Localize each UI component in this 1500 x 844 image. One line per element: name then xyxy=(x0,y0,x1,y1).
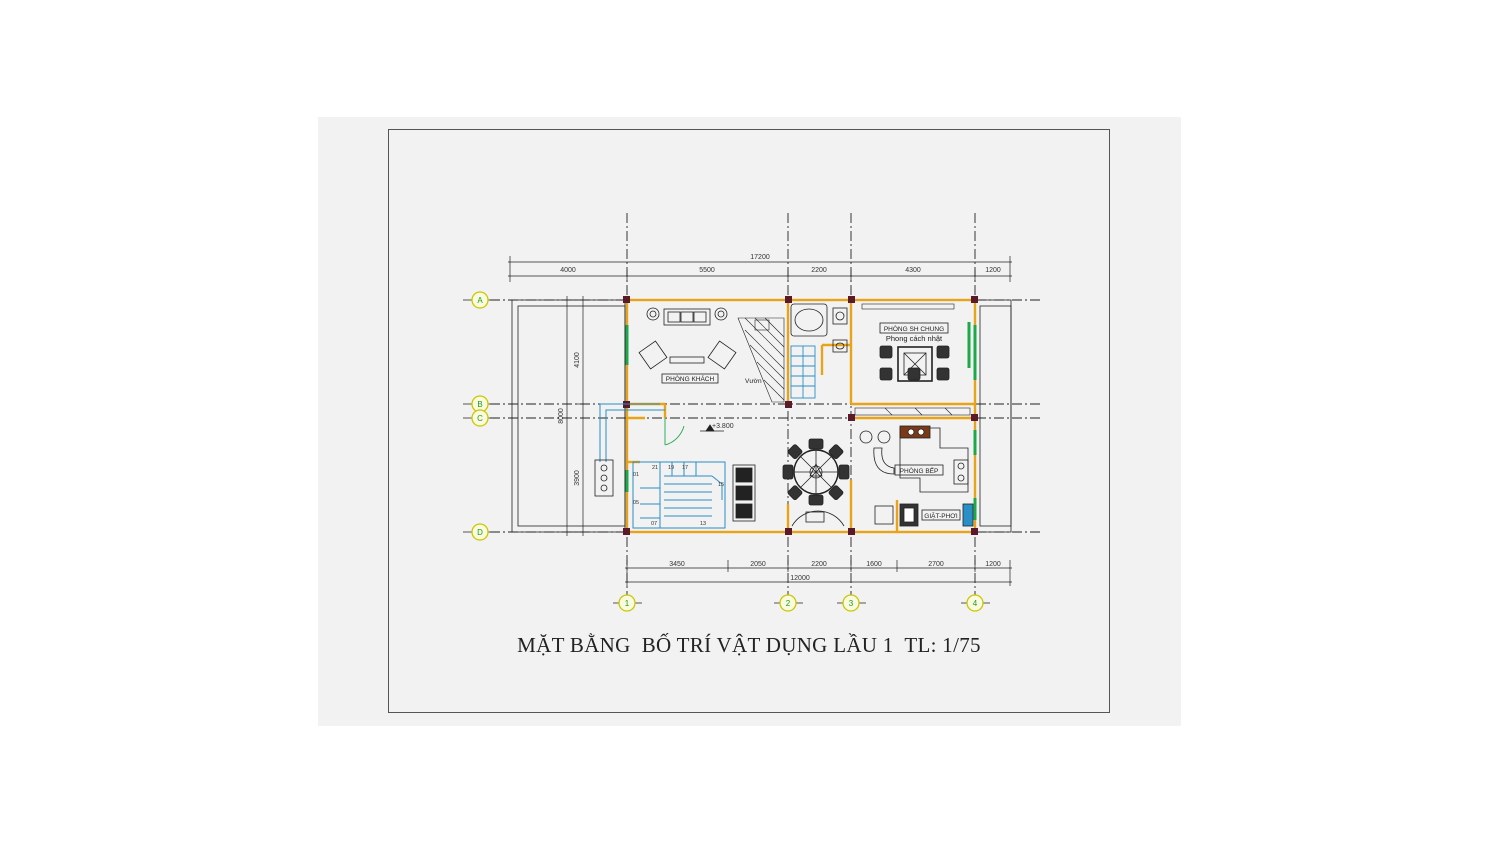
room-label-family-style: Phong cách nhật xyxy=(886,334,943,343)
stair-main xyxy=(599,403,726,529)
living-room-furniture xyxy=(638,307,737,384)
room-label-living: PHÒNG KHÁCH xyxy=(666,374,715,383)
grid-bubble-2: 2 xyxy=(774,594,803,612)
dim-left-1: 4100 xyxy=(574,352,581,368)
dining-table xyxy=(782,438,850,506)
svg-text:1: 1 xyxy=(625,599,630,608)
room-label-garden: Vườn xyxy=(745,378,762,385)
room-label-kitchen: PHÒNG BẾP xyxy=(900,465,939,475)
stair-fixture xyxy=(594,459,614,497)
svg-text:B: B xyxy=(477,400,482,409)
svg-text:3: 3 xyxy=(849,599,854,608)
svg-text:D: D xyxy=(477,528,483,537)
dim-bottom-total: 12000 xyxy=(790,575,810,582)
grid-bubbles-rows: A B C D xyxy=(463,291,493,541)
dim-top-5: 1200 xyxy=(985,267,1001,274)
svg-text:13: 13 xyxy=(700,521,706,527)
stair-step-numbers: 21 19 17 15 13 07 05 01 xyxy=(633,465,724,527)
level-marker xyxy=(700,424,724,432)
svg-text:05: 05 xyxy=(633,500,639,506)
svg-text:C: C xyxy=(477,414,483,423)
svg-text:07: 07 xyxy=(651,521,657,527)
svg-text:01: 01 xyxy=(633,472,639,478)
grid-bubble-d: D xyxy=(463,523,493,541)
sliding-doors xyxy=(854,303,971,416)
dim-bottom-4: 1600 xyxy=(866,561,882,568)
dim-bottom-2: 2050 xyxy=(750,561,766,568)
balcony-outlines xyxy=(511,299,1012,533)
family-room-furniture xyxy=(879,322,950,382)
level-mark: +3.800 xyxy=(712,423,734,430)
dim-top-2: 5500 xyxy=(699,267,715,274)
laundry-fixtures xyxy=(874,503,974,527)
svg-text:4: 4 xyxy=(973,599,978,608)
grid-bubble-1: 1 xyxy=(613,594,642,612)
room-label-family: PHÒNG SH CHUNG xyxy=(884,324,944,333)
left-dimensions xyxy=(561,296,589,536)
room-label-laundry: GIẶT-PHƠI xyxy=(924,511,958,520)
svg-text:21: 21 xyxy=(652,465,658,471)
stair-upper xyxy=(790,345,816,399)
dim-bottom-5: 2700 xyxy=(928,561,944,568)
grid-bubble-4: 4 xyxy=(961,594,990,612)
grid-bubbles-columns: 1 2 3 4 xyxy=(613,594,990,612)
grid-bubble-a: A xyxy=(463,291,493,309)
dim-bottom-1: 3450 xyxy=(669,561,685,568)
entry-door xyxy=(791,510,845,527)
kitchen-fixtures xyxy=(859,425,969,493)
top-dimensions xyxy=(508,256,1012,282)
cabinets xyxy=(732,464,756,522)
dim-bottom-3: 2200 xyxy=(811,561,827,568)
dim-left-total: 8000 xyxy=(558,408,565,424)
garden-hatch xyxy=(737,317,785,403)
svg-text:A: A xyxy=(477,296,483,305)
dim-top-1: 4000 xyxy=(560,267,576,274)
windows xyxy=(625,322,977,520)
bottom-dimensions xyxy=(625,560,1012,586)
drawing-title: MẶT BẰNG BỐ TRÍ VẬT DỤNG LẦU 1 TL: 1/75 xyxy=(517,633,981,657)
drawing-frame xyxy=(388,129,1110,713)
svg-text:15: 15 xyxy=(718,482,724,488)
bathroom-fixtures xyxy=(790,303,848,353)
door-swings xyxy=(664,418,685,446)
svg-text:2: 2 xyxy=(786,599,791,608)
grid-bubble-3: 3 xyxy=(837,594,866,612)
dim-top-3: 2200 xyxy=(811,267,827,274)
dim-left-2: 3900 xyxy=(574,470,581,486)
grid-bubble-c: C xyxy=(463,409,493,427)
grid-bubble-b: B xyxy=(463,395,493,413)
dim-bottom-6: 1200 xyxy=(985,561,1001,568)
svg-text:17: 17 xyxy=(682,465,688,471)
dim-top-4: 4300 xyxy=(905,267,921,274)
svg-text:19: 19 xyxy=(668,465,674,471)
paper-background xyxy=(318,117,1181,726)
dim-top-total: 17200 xyxy=(750,254,770,261)
